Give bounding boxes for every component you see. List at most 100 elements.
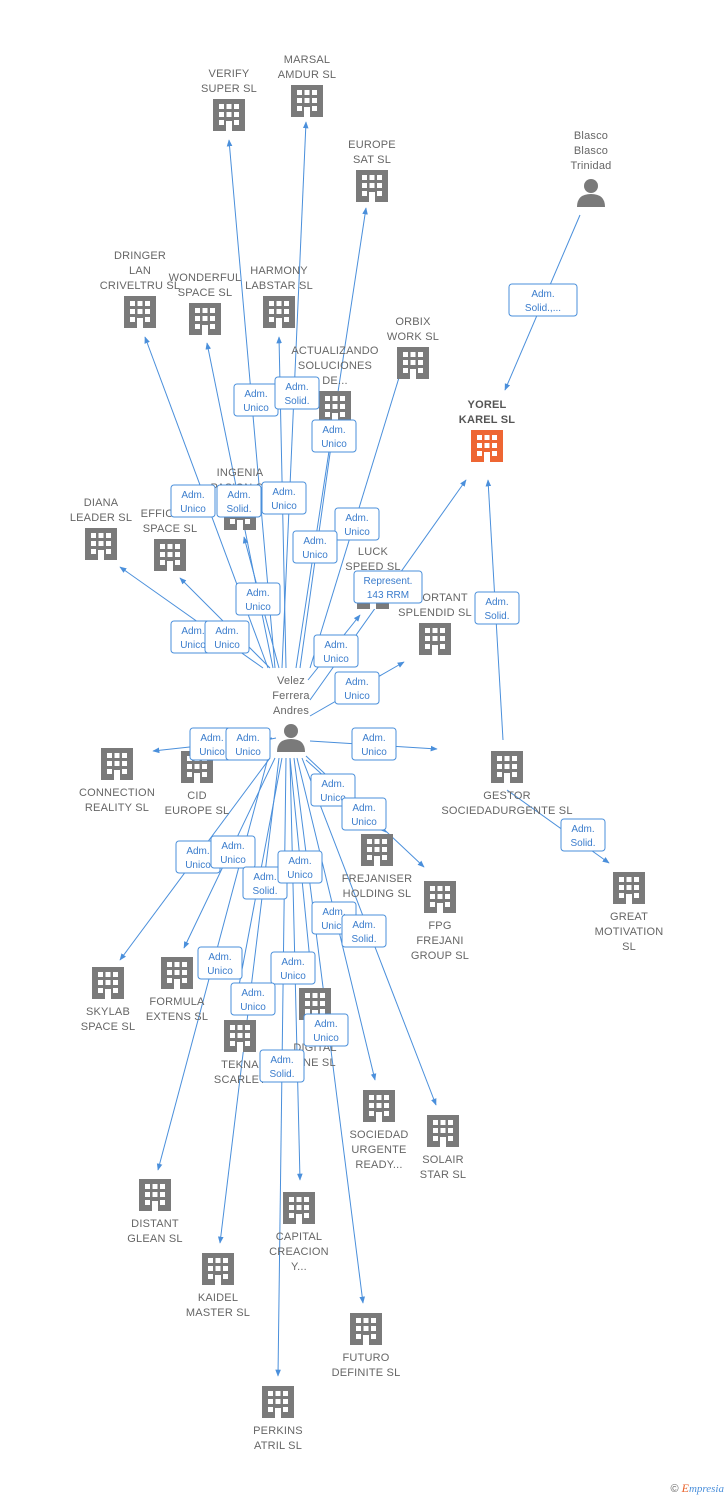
edge-label-velez-to-yorel[interactable]: Represent.143 RRM (353, 570, 423, 604)
node-label[interactable]: FUTURO (342, 1352, 389, 1364)
edge-label-velez-to-connection[interactable]: Adm.Unico (189, 727, 235, 761)
building-icon[interactable] (154, 539, 186, 571)
node-label[interactable]: LABSTAR SL (245, 280, 313, 292)
node-yorel[interactable]: YOREL KAREL SL (459, 399, 515, 462)
node-label[interactable]: Blasco (574, 130, 608, 142)
node-verify[interactable]: VERIFY SUPER SL (201, 68, 257, 131)
brand-watermark[interactable]: © Empresia (670, 1481, 724, 1496)
building-icon[interactable] (262, 1386, 294, 1418)
node-label[interactable]: SOCIEDADURGENTE SL (441, 805, 572, 817)
edge-label-velez-to-cid[interactable]: Adm.Unico (225, 727, 271, 761)
node-label[interactable]: Y... (291, 1261, 307, 1273)
node-label[interactable]: SKYLAB (86, 1006, 130, 1018)
node-label[interactable]: SL (622, 941, 636, 953)
node-label[interactable]: FPG (428, 920, 451, 932)
node-label[interactable]: YOREL (468, 399, 507, 411)
node-label[interactable]: HOLDING SL (343, 888, 412, 900)
node-label[interactable]: REALITY SL (85, 802, 149, 814)
building-icon[interactable] (356, 170, 388, 202)
building-icon[interactable] (491, 751, 523, 783)
edge-label-velez-to-important[interactable]: Adm.Unico (334, 671, 380, 705)
node-label[interactable]: SAT SL (353, 154, 391, 166)
building-icon[interactable] (471, 430, 503, 462)
node-label[interactable]: READY... (355, 1159, 402, 1171)
edge-label-velez-to-mdigital[interactable]: Adm.Unico (277, 850, 323, 884)
node-capital[interactable]: CAPITALCREACIONY... (269, 1192, 329, 1273)
edge-label-velez-to-formula[interactable]: Adm.Unico (210, 835, 256, 869)
building-icon[interactable] (291, 85, 323, 117)
node-label[interactable]: LUCK (358, 546, 389, 558)
edge-label-gestor-to-yorel[interactable]: Adm.Solid. (474, 591, 520, 625)
building-icon[interactable] (361, 834, 393, 866)
node-label[interactable]: ORBIX (395, 316, 431, 328)
building-icon[interactable] (613, 872, 645, 904)
node-label[interactable]: WONDERFUL (169, 272, 242, 284)
node-harmony[interactable]: HARMONY LABSTAR SL (245, 265, 313, 328)
node-kaidel[interactable]: KAIDEL MASTER SL (186, 1253, 250, 1319)
node-label[interactable]: LAN (129, 265, 151, 277)
node-label[interactable]: Velez (277, 675, 305, 687)
edge-label-velez-to-fpg[interactable]: Adm.Unico (341, 797, 387, 831)
node-label[interactable]: MASTER SL (186, 1307, 250, 1319)
building-icon[interactable] (263, 296, 295, 328)
node-label[interactable]: Trinidad (571, 160, 612, 172)
node-label[interactable]: DEFINITE SL (332, 1367, 401, 1379)
node-orbix[interactable]: ORBIX WORK SL (387, 316, 439, 379)
node-label[interactable]: Blasco (574, 145, 608, 157)
edge-label-velez-to-harmony[interactable]: Adm.Unico (261, 481, 307, 515)
edge-label-blasco-to-yorel[interactable]: Adm.Solid.,... (508, 283, 578, 317)
edge-label-velez-to-kaidel[interactable]: Adm.Unico (230, 982, 276, 1016)
node-label[interactable]: URGENTE (351, 1144, 406, 1156)
node-label[interactable]: STAR SL (420, 1169, 466, 1181)
node-label[interactable]: HARMONY (250, 265, 308, 277)
edge-label-velez-to-dringer[interactable]: Adm.Unico (170, 484, 216, 518)
node-label[interactable]: VERIFY (209, 68, 250, 80)
edge-label-velez-to-marsal[interactable]: Adm.Solid. (274, 376, 320, 410)
node-label[interactable]: ACTUALIZANDO (291, 345, 379, 357)
node-label[interactable]: EUROPE SL (165, 805, 230, 817)
node-great[interactable]: GREAT MOTIVATION SL (595, 872, 664, 953)
node-label[interactable]: PERKINS (253, 1425, 303, 1437)
node-actualizando[interactable]: ACTUALIZANDOSOLUCIONESDE... (291, 345, 379, 423)
building-icon[interactable] (397, 347, 429, 379)
node-label[interactable]: GREAT (610, 911, 648, 923)
edge-label-velez-to-orbix[interactable]: Adm.Unico (334, 507, 380, 541)
building-icon[interactable] (101, 748, 133, 780)
node-futuro[interactable]: FUTURO DEFINITE SL (332, 1313, 401, 1379)
node-label[interactable]: KAREL SL (459, 414, 515, 426)
building-icon[interactable] (124, 296, 156, 328)
node-label[interactable]: MOTIVATION (595, 926, 664, 938)
node-label[interactable]: SPLENDID SL (398, 607, 472, 619)
building-icon[interactable] (363, 1090, 395, 1122)
edge-label-velez-to-distant[interactable]: Adm.Unico (197, 946, 243, 980)
node-label[interactable]: SOCIEDAD (349, 1129, 408, 1141)
person-icon[interactable] (577, 179, 605, 207)
edge-label-velez-to-efficient[interactable]: Adm.Unico (204, 620, 250, 654)
node-label[interactable]: DE... (322, 375, 347, 387)
node-label[interactable]: SOLAIR (422, 1154, 464, 1166)
node-label[interactable]: CID (187, 790, 207, 802)
node-label[interactable]: CONNECTION (79, 787, 155, 799)
building-icon[interactable] (213, 99, 245, 131)
edge-label-velez-to-verify[interactable]: Adm.Unico (233, 383, 279, 417)
node-label[interactable]: WORK SL (387, 331, 439, 343)
building-icon[interactable] (319, 391, 351, 423)
node-label[interactable]: KAIDEL (198, 1292, 238, 1304)
building-icon[interactable] (224, 1020, 256, 1052)
node-label[interactable]: CRIVELTRU SL (100, 280, 180, 292)
node-label[interactable]: SUPER SL (201, 83, 257, 95)
edge-label-velez-to-solair[interactable]: Adm.Solid. (341, 914, 387, 948)
node-label[interactable]: LEADER SL (70, 512, 132, 524)
